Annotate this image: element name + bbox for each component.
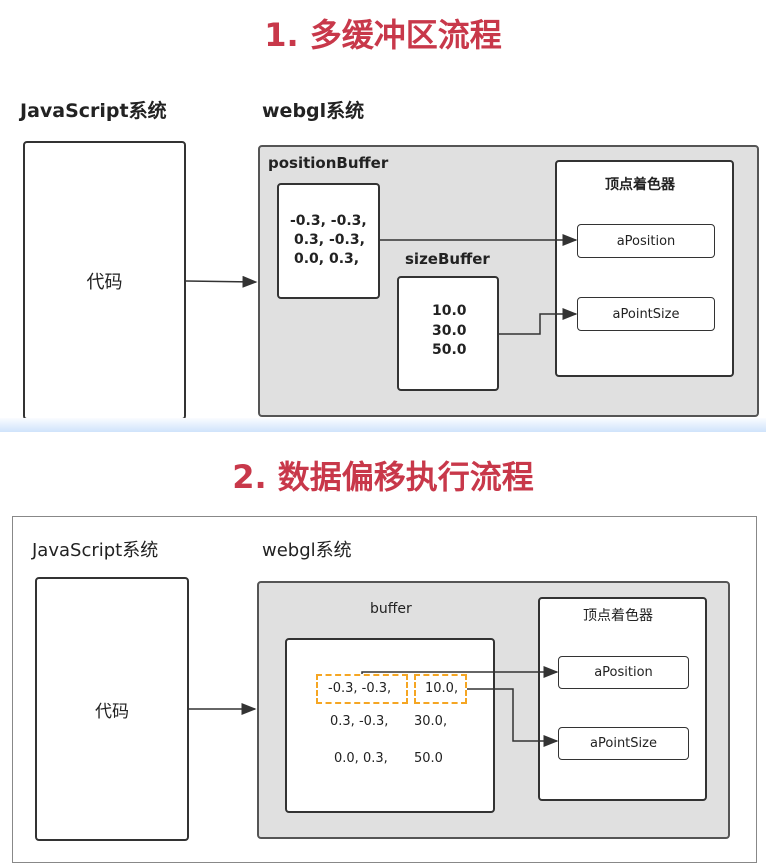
js-code-box: 代码: [35, 577, 189, 841]
position-row: -0.3, -0.3,: [290, 213, 367, 229]
section2-frame: [12, 516, 757, 863]
buffer-row: -0.3, -0.3,: [328, 681, 392, 696]
vertex-shader-title: 顶点着色器: [583, 608, 653, 624]
a-position-attr: aPosition: [558, 656, 689, 689]
vertex-shader-box: [538, 597, 707, 801]
a-point-size-attr: aPointSize: [558, 727, 689, 760]
position-buffer-box: [277, 183, 380, 299]
code-label: 代码: [95, 701, 129, 722]
code-label: 代码: [86, 271, 123, 293]
size-highlight: [414, 674, 467, 704]
a-point-size-attr: aPointSize: [577, 297, 715, 331]
size-buffer-label: sizeBuffer: [405, 250, 490, 268]
webgl-system-label: webgl系统: [262, 100, 365, 122]
arrow-position-to-shader: [361, 666, 559, 678]
position-buffer-label: positionBuffer: [268, 154, 389, 172]
js-system-label: JavaScript系统: [32, 540, 159, 561]
a-position-label: aPosition: [616, 233, 676, 249]
buffer-box: [285, 638, 495, 813]
buffer-row: 10.0,: [425, 681, 459, 696]
buffer-row: 50.0: [414, 751, 443, 766]
buffer-label: buffer: [370, 601, 412, 617]
a-position-label: aPosition: [594, 665, 653, 680]
size-row: 10.0: [432, 303, 467, 319]
arrow-size-to-shader: [467, 688, 559, 747]
vertex-shader-box: [555, 160, 734, 377]
vertex-shader-title: 顶点着色器: [605, 177, 675, 193]
buffer-row: 30.0,: [414, 714, 448, 729]
size-row: 50.0: [432, 342, 467, 358]
a-point-size-label: aPointSize: [612, 306, 680, 322]
size-buffer-box: [397, 276, 499, 391]
section1-title: 1. 多缓冲区流程: [264, 16, 502, 54]
buffer-row: 0.0, 0.3,: [334, 751, 388, 766]
arrow-code-to-webgl: [185, 275, 258, 288]
a-position-attr: aPosition: [577, 224, 715, 258]
size-row: 30.0: [432, 323, 467, 339]
webgl-system-label: webgl系统: [262, 540, 352, 561]
a-point-size-label: aPointSize: [590, 736, 657, 751]
section2-title: 2. 数据偏移执行流程: [232, 458, 534, 496]
js-system-label: JavaScript系统: [20, 100, 167, 122]
buffer-row: 0.3, -0.3,: [330, 714, 389, 729]
arrow-size-to-shader: [499, 308, 578, 335]
position-highlight: [316, 674, 408, 704]
position-row: 0.0, 0.3,: [294, 251, 360, 267]
position-row: 0.3, -0.3,: [294, 232, 365, 248]
section-divider: [0, 418, 766, 432]
